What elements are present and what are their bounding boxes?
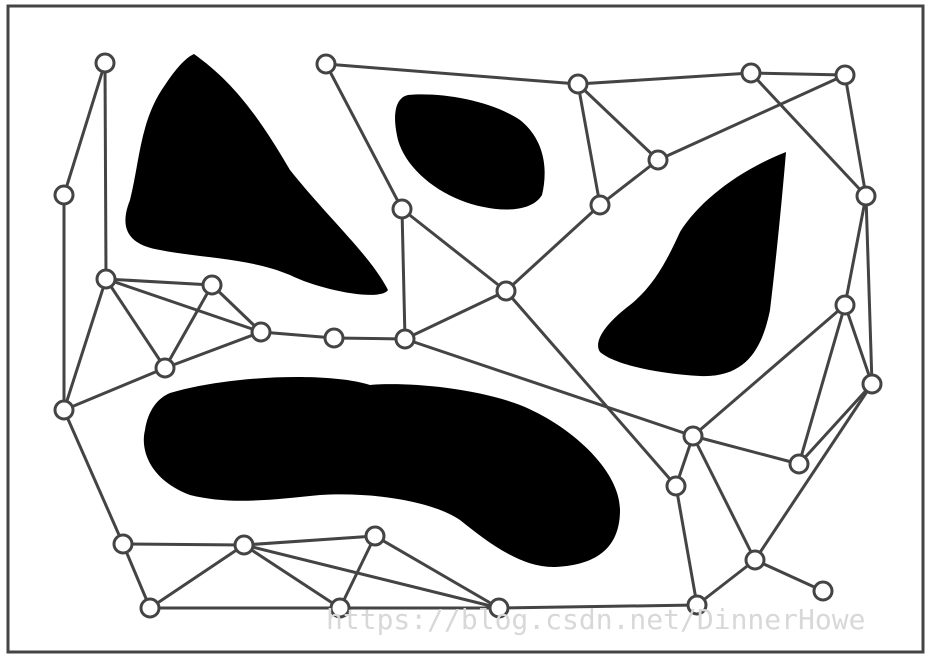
roadmap-edge <box>754 558 824 593</box>
obstacles <box>125 54 786 568</box>
roadmap-edge <box>599 158 659 207</box>
roadmap-edge <box>504 290 678 487</box>
roadmap-edge <box>243 534 376 547</box>
obstacle-top-middle <box>395 94 545 210</box>
roadmap-edge <box>325 62 579 86</box>
roadmap-edge <box>62 62 107 196</box>
roadmap-node <box>665 475 687 497</box>
roadmap-node <box>855 185 877 207</box>
roadmap-node <box>364 525 386 547</box>
roadmap-edges <box>62 62 874 610</box>
roadmap-edge <box>843 195 868 306</box>
roadmap-edge <box>504 203 602 293</box>
roadmap-edge <box>696 558 756 607</box>
roadmap-edge <box>105 277 262 334</box>
roadmap-edge <box>691 435 757 561</box>
roadmap-node <box>495 280 517 302</box>
roadmap-edge <box>333 336 406 341</box>
roadmap-edge <box>692 303 846 438</box>
roadmap-edge <box>63 366 166 412</box>
roadmap-edge <box>121 543 152 609</box>
roadmap-edge <box>400 208 407 340</box>
roadmap-node <box>647 149 669 171</box>
roadmap-node <box>201 274 223 296</box>
roadmap-nodes <box>53 52 883 619</box>
roadmap-node <box>53 399 75 421</box>
roadmap-node <box>567 73 589 95</box>
roadmap-node <box>682 425 704 447</box>
roadmap-node <box>154 357 176 379</box>
roadmap-edge <box>750 71 846 77</box>
obstacle-right <box>598 152 786 377</box>
roadmap-edge <box>62 278 108 411</box>
roadmap-edge <box>210 283 263 334</box>
roadmap-node <box>94 52 116 74</box>
roadmap-edge <box>149 543 245 610</box>
roadmap-node <box>394 328 416 350</box>
roadmap-edge <box>576 82 660 162</box>
roadmap-edge <box>404 337 694 438</box>
roadmap-node <box>250 321 272 343</box>
roadmap-edge <box>692 434 800 466</box>
obstacle-bottom <box>143 377 620 568</box>
roadmap-node <box>834 294 856 316</box>
roadmap-edge <box>104 278 167 369</box>
figure-frame <box>6 4 925 654</box>
roadmap-node <box>812 580 834 602</box>
roadmap-node <box>53 184 75 206</box>
roadmap-edge <box>674 485 699 606</box>
roadmap-node <box>834 64 856 86</box>
roadmap-edge <box>338 535 377 609</box>
roadmap-edge <box>498 603 698 610</box>
roadmap-node <box>861 373 883 395</box>
roadmap-edge <box>797 382 874 466</box>
roadmap-node <box>95 268 117 290</box>
roadmap-edge <box>374 534 500 610</box>
roadmap-edge <box>105 277 213 287</box>
roadmap-edge <box>122 542 245 547</box>
roadmap-edge <box>864 195 874 385</box>
watermark-text: https://blog.csdn.net/DinnerHowe <box>326 603 866 636</box>
roadmap-edge <box>163 284 214 369</box>
roadmap-node <box>112 533 134 555</box>
roadmap-edge <box>62 409 125 545</box>
roadmap-edge <box>324 63 404 210</box>
roadmap-edge <box>243 543 500 610</box>
roadmap-edge <box>103 62 108 280</box>
roadmap-edge <box>164 330 262 370</box>
obstacle-top-left <box>125 54 389 295</box>
roadmap-edge <box>404 289 507 341</box>
roadmap-edge <box>657 73 846 162</box>
roadmap-edge <box>843 304 874 385</box>
roadmap-edge <box>576 83 602 206</box>
roadmap-node <box>740 62 762 84</box>
roadmap-edge <box>753 383 874 561</box>
roadmap-node <box>391 198 413 220</box>
roadmap-node <box>744 549 766 571</box>
roadmap-node <box>323 327 345 349</box>
roadmap-node <box>329 597 351 619</box>
roadmap-edge <box>843 74 868 197</box>
roadmap-edge <box>577 71 752 86</box>
roadmap-node <box>788 453 810 475</box>
roadmap-node <box>315 53 337 75</box>
roadmap-edge <box>749 71 868 198</box>
roadmap-node <box>686 594 708 616</box>
roadmap-node <box>488 597 510 619</box>
roadmap-node <box>233 534 255 556</box>
roadmap-edge <box>401 207 507 293</box>
roadmap-edge <box>797 304 847 465</box>
roadmap-node <box>589 194 611 216</box>
roadmap-edge <box>243 543 341 610</box>
roadmap-edge <box>260 330 335 340</box>
roadmap-node <box>139 597 161 619</box>
